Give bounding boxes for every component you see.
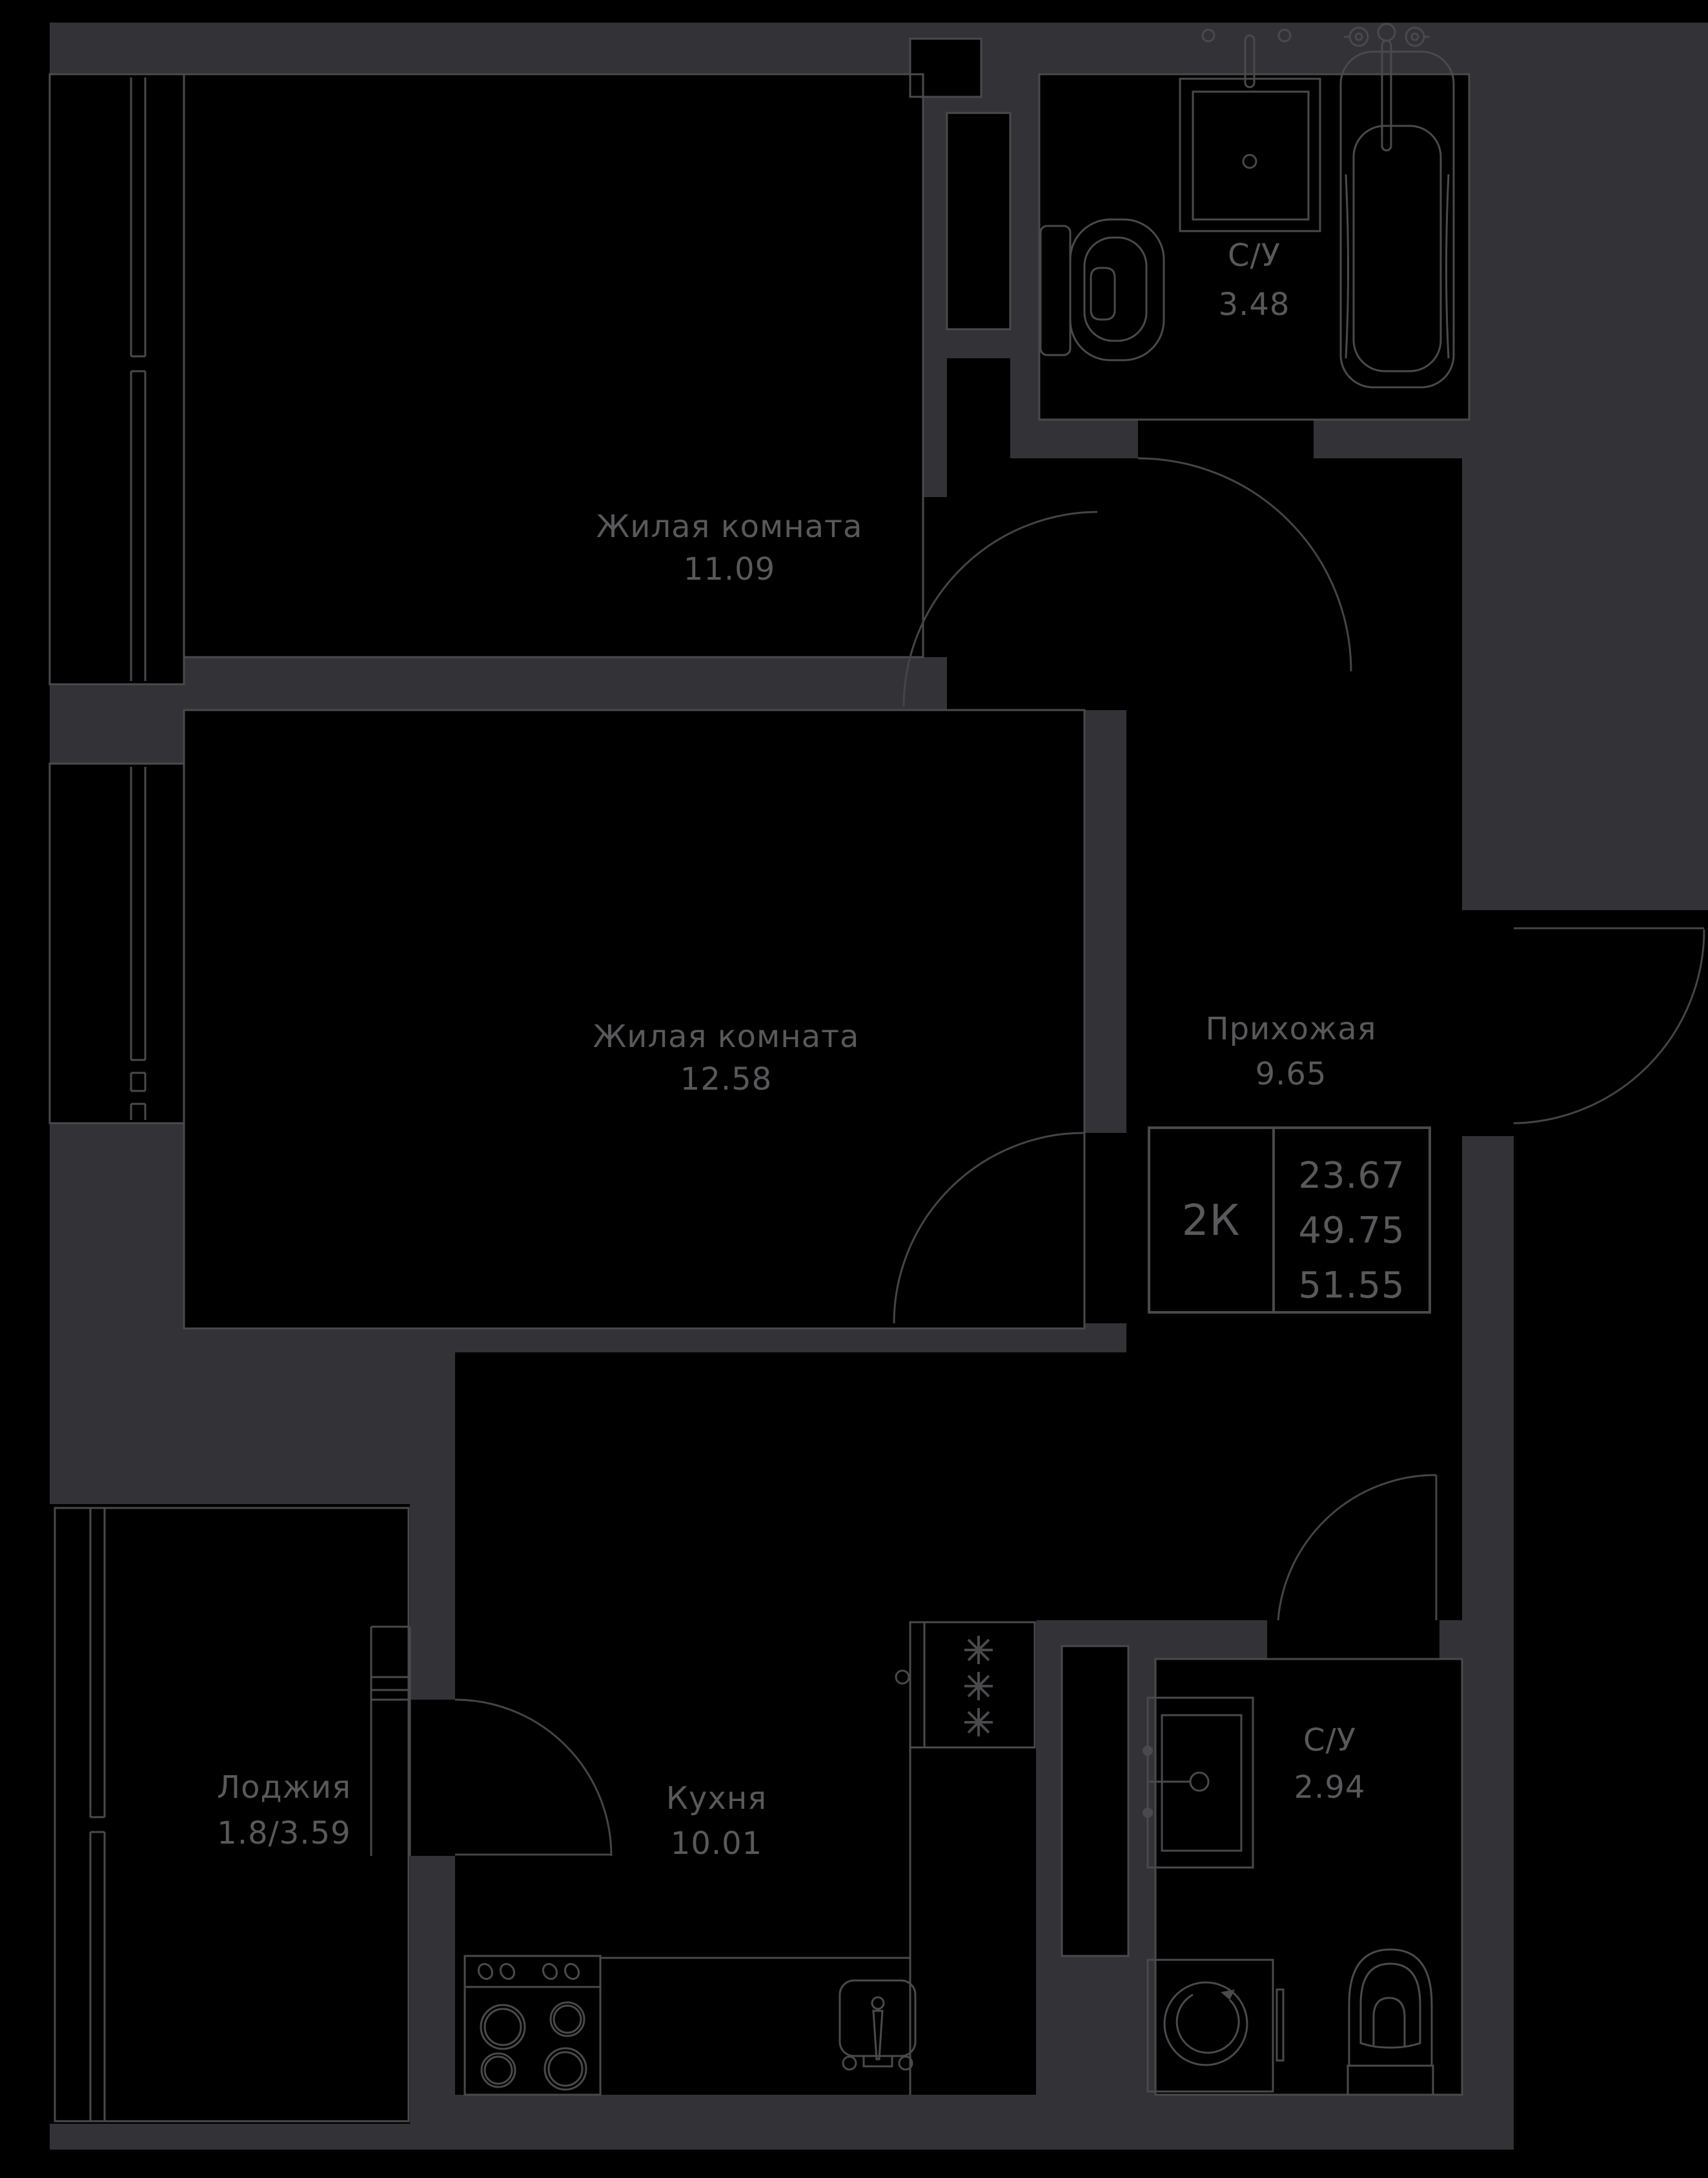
room-bath-2	[1155, 1659, 1462, 2095]
toilet-icon	[1039, 218, 1165, 361]
door-opening-bath-1	[1138, 420, 1314, 458]
bathtub-icon	[1339, 23, 1455, 389]
door-icons	[454, 457, 1705, 1857]
unit-area-living: 23.67	[1298, 1155, 1405, 1197]
room-hallway-top	[947, 458, 1462, 710]
info-box-frame	[1148, 1126, 1431, 1314]
unit-area-total: 51.55	[1298, 1265, 1405, 1307]
kitchen-counter	[600, 1746, 1035, 2095]
label-kitchen-area: 10.01	[671, 1826, 762, 1862]
shaft-1	[910, 39, 981, 97]
label-living-2-name: Жилая комната	[593, 1019, 860, 1055]
room-kitchen	[455, 1352, 1036, 2095]
window-icons	[89, 77, 411, 2121]
window-icon-loggia	[89, 1508, 106, 2121]
door-opening-living-2	[1084, 1133, 1126, 1323]
label-loggia-name: Лоджия	[217, 1769, 351, 1806]
kitchen-sink-icon	[839, 1979, 917, 2071]
sink-icon	[1143, 1696, 1254, 1869]
door-arc-loggia	[454, 1698, 613, 1857]
label-bath-2-area: 2.94	[1294, 1769, 1366, 1806]
info-box: 2К 23.67 49.75 51.55	[1148, 1126, 1431, 1314]
room-labels: Жилая комната 11.09 Жилая комната 12.58 …	[217, 238, 1376, 1862]
room-loggia	[50, 1504, 410, 2124]
door-arc-entrance	[1513, 927, 1705, 1125]
window-icon-living-2	[130, 767, 147, 1120]
room-hallway-finger	[947, 358, 1010, 458]
window-icon-living-1	[130, 77, 147, 681]
sink-icon	[1179, 28, 1321, 232]
room-living-2	[184, 710, 1084, 1328]
label-hallway-name: Прихожая	[1205, 1011, 1376, 1047]
label-kitchen-name: Кухня	[666, 1780, 767, 1817]
room-bath-1	[1039, 74, 1469, 420]
room-living-1	[184, 74, 923, 657]
label-bath-1-area: 3.48	[1219, 287, 1290, 323]
label-living-1-name: Жилая комната	[596, 509, 863, 545]
unit-type-label: 2К	[1182, 1196, 1241, 1245]
door-opening-loggia	[410, 1700, 455, 1856]
washing-machine-icon	[1146, 1959, 1285, 2093]
label-living-2-area: 12.58	[680, 1061, 772, 1097]
room-hallway-main	[1126, 710, 1462, 1620]
stove-icon	[463, 1955, 602, 2096]
room-areas	[50, 39, 1514, 2124]
door-arc-living-1	[902, 511, 1098, 707]
kitchen-fixtures	[463, 1621, 1036, 2096]
window-icon-balcony-door	[370, 1625, 411, 1856]
door-arc-living-2	[893, 1132, 1085, 1324]
room-hallway-kitchen-link	[1036, 1352, 1126, 1620]
window-bay-living-2	[50, 764, 184, 1123]
shaft-2	[947, 113, 1010, 329]
entrance-opening	[1462, 910, 1514, 1136]
label-hallway-area: 9.65	[1256, 1056, 1327, 1092]
bath-2-fixtures	[1143, 1696, 1434, 2096]
door-arc-bath-1	[1137, 457, 1352, 672]
toilet-icon	[1347, 1948, 1434, 2096]
unit-area-main: 49.75	[1298, 1210, 1405, 1252]
room-outlines	[48, 37, 1470, 2122]
freezer-stars	[964, 1636, 993, 1736]
door-opening-bath-2	[1267, 1620, 1439, 1659]
label-bath-1-name: С/У	[1228, 238, 1281, 274]
label-bath-2-name: С/У	[1303, 1722, 1356, 1758]
duct-slot	[1062, 1646, 1128, 1956]
door-opening-living-1	[923, 497, 947, 657]
label-living-1-area: 11.09	[684, 551, 775, 587]
window-bay-living-1	[50, 74, 184, 684]
bath-1-fixtures	[1039, 23, 1455, 389]
label-loggia-area: 1.8/3.59	[217, 1815, 351, 1851]
door-arc-bath-2	[1277, 1474, 1438, 1621]
